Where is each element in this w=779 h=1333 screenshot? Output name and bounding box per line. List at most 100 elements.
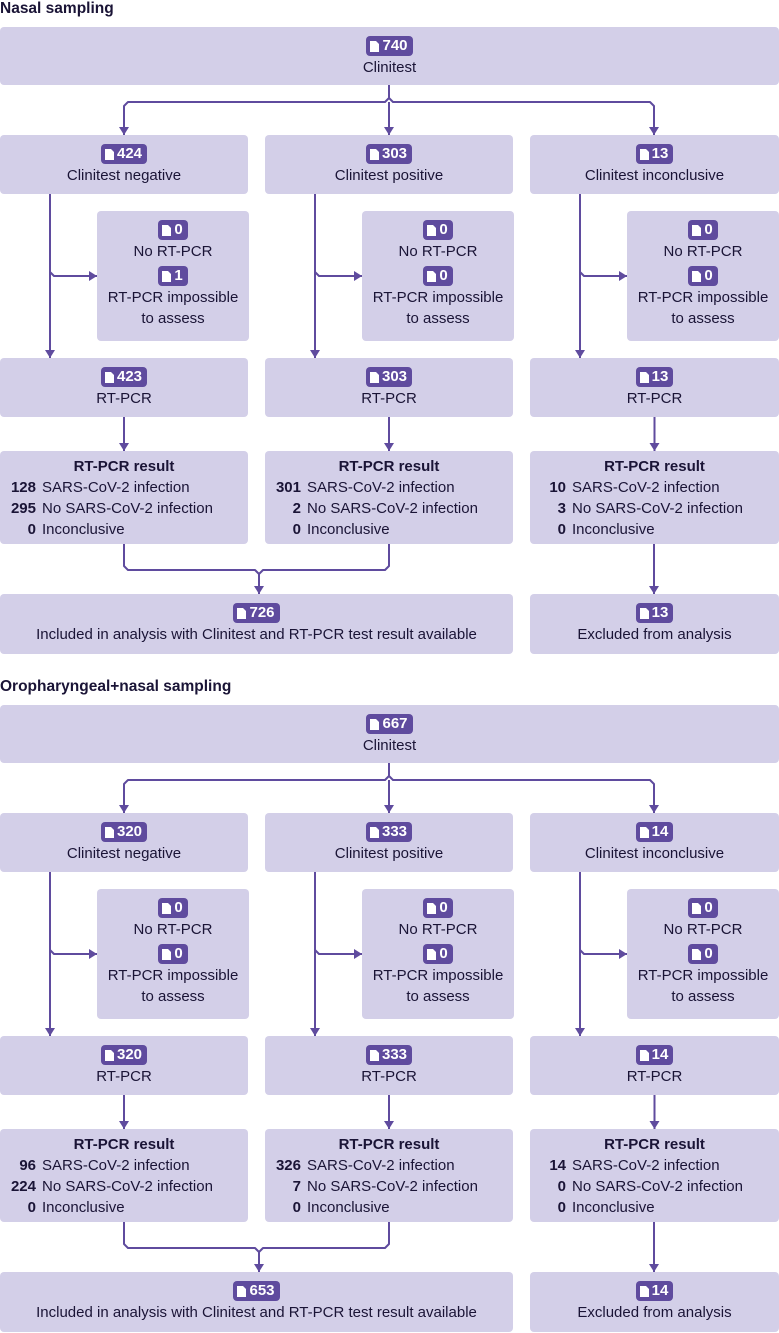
result-count: 0 (557, 521, 566, 538)
result-label: SARS-CoV-2 infection (572, 479, 720, 496)
result-count: 2 (292, 500, 301, 517)
result-label: Inconclusive (572, 1199, 655, 1216)
impossible-label-cont: to assess (406, 310, 470, 327)
arrow-head (384, 805, 394, 813)
arrow-head (254, 1264, 264, 1272)
result-count: 0 (557, 1178, 566, 1195)
document-icon (427, 948, 437, 960)
count-value: 0 (439, 945, 448, 963)
result-title: RT-PCR result (73, 1136, 175, 1153)
no-rtpcr-count-badge: 0 (688, 220, 718, 241)
document-icon (639, 607, 649, 619)
connector-line (579, 872, 627, 955)
document-icon (162, 224, 172, 236)
result-count: 3 (557, 500, 566, 517)
document-icon (692, 224, 702, 236)
count-row: 0 (627, 219, 779, 241)
no-rtpcr-count-badge: 0 (423, 220, 453, 241)
impossible-count-badge: 1 (158, 266, 188, 287)
box-label: Clinitest (362, 59, 417, 76)
impossible-count-badge: 0 (688, 266, 718, 287)
arrow-head (354, 271, 362, 281)
result-count: 0 (292, 521, 301, 538)
no-rtpcr-label: No RT-PCR (133, 921, 213, 938)
arrow-head (119, 127, 129, 135)
impossible-label-cont: to assess (671, 988, 735, 1005)
result-count: 10 (549, 479, 566, 496)
result-count: 301 (275, 479, 301, 496)
count-value: 0 (704, 221, 713, 239)
result-count: 295 (10, 500, 36, 517)
no-rtpcr-label: No RT-PCR (663, 921, 743, 938)
connector-line (579, 194, 627, 277)
result-count: 224 (10, 1178, 36, 1195)
count-row: 667 (0, 713, 779, 735)
document-icon (370, 40, 380, 52)
count-badge: 14 (635, 822, 674, 843)
document-icon (162, 948, 172, 960)
box-label: Clinitest inconclusive (584, 167, 725, 184)
result-label: No SARS-CoV-2 infection (307, 1178, 478, 1195)
result-label: Inconclusive (307, 1199, 390, 1216)
connector-line (123, 763, 390, 813)
count-value: 13 (651, 145, 669, 163)
result-title: RT-PCR result (338, 1136, 440, 1153)
arrow-head (89, 949, 97, 959)
box-label: Included in analysis with Clinitest and … (36, 626, 477, 643)
box-label: Excluded from analysis (577, 626, 732, 643)
count-value: 740 (382, 37, 408, 55)
document-icon (639, 826, 649, 838)
count-row: 653 (0, 1280, 513, 1302)
result-count: 0 (557, 1199, 566, 1216)
count-value: 726 (249, 604, 275, 622)
count-badge: 667 (366, 714, 413, 735)
result-count: 14 (549, 1157, 566, 1174)
box-label: Clinitest positive (334, 845, 444, 862)
arrow-head (649, 443, 660, 451)
impossible-label: RT-PCR impossible (372, 967, 504, 984)
result-count: 0 (27, 1199, 36, 1216)
box-label: Clinitest positive (334, 167, 444, 184)
impossible-label: RT-PCR impossible (107, 289, 239, 306)
connector-line (388, 775, 655, 813)
count-value: 424 (116, 145, 143, 163)
box-label: RT-PCR (361, 1068, 417, 1085)
count-value: 303 (381, 145, 408, 163)
impossible-label-cont: to assess (141, 310, 205, 327)
result-label: Inconclusive (42, 521, 125, 538)
result-label: No SARS-CoV-2 infection (307, 500, 478, 517)
count-row: 13 (530, 602, 779, 624)
document-icon (369, 148, 379, 160)
count-value: 1 (174, 267, 183, 285)
arrow-head (649, 1121, 660, 1129)
box-label: RT-PCR (626, 1068, 683, 1085)
count-row: 14 (530, 821, 779, 843)
document-icon (237, 607, 247, 619)
count-badge: 423 (100, 367, 148, 388)
impossible-label-cont: to assess (671, 310, 735, 327)
arrow-head (619, 949, 627, 959)
no-rtpcr-count-badge: 0 (158, 898, 188, 919)
arrow-head (45, 1028, 55, 1036)
result-label: SARS-CoV-2 infection (42, 479, 190, 496)
document-icon (639, 1285, 649, 1297)
impossible-count-badge: 0 (423, 266, 453, 287)
count-value: 0 (174, 945, 183, 963)
connector-line (123, 1222, 260, 1272)
document-icon (692, 270, 702, 282)
impossible-count-badge: 0 (158, 944, 188, 965)
result-count: 96 (19, 1157, 36, 1174)
section-title: Oropharyngeal+nasal sampling (0, 678, 232, 695)
